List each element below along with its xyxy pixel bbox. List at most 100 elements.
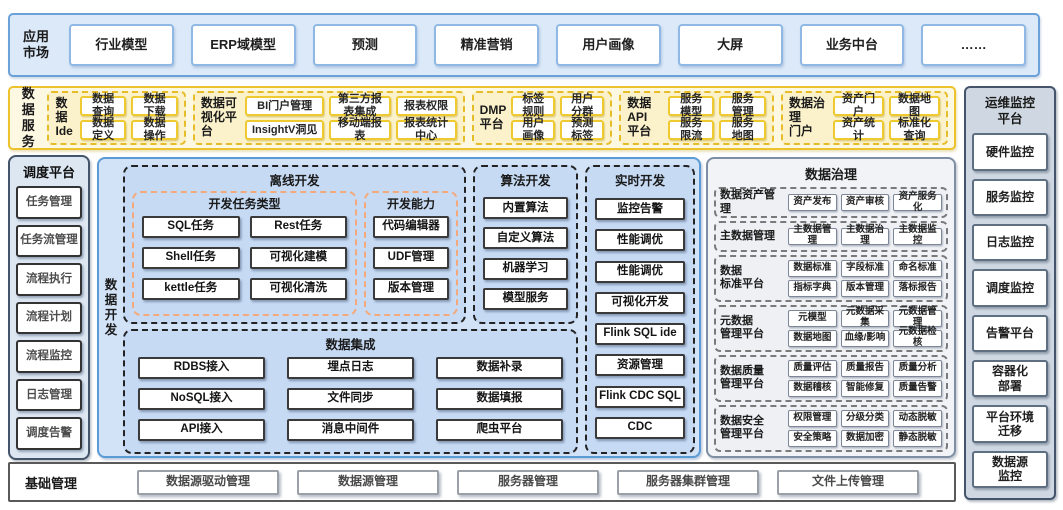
algorithm-list: 内置算法 自定义算法 机器学习 模型服务 xyxy=(483,189,568,318)
governance-item-box: 数据稽核 xyxy=(788,379,837,397)
governance-item-box: 质量告警 xyxy=(893,379,942,397)
section-title: 离线开发 xyxy=(269,174,320,188)
governance-item-box: 字段标准 xyxy=(840,259,890,277)
ops-item-box: 平台环境 迁移 xyxy=(972,405,1048,443)
governance-grid: 权限管理 分级分类 动态脱敏 安全策略 数据加密 静态脱敏 xyxy=(788,409,942,447)
service-grid: 数据查询 数据下载 数据定义 数据操作 xyxy=(79,93,178,142)
ops-item-box: 日志监控 xyxy=(972,223,1048,262)
dev-item-box: 可视化开发 xyxy=(595,291,685,314)
governance-grid: 主数据管理 主数据治理 主数据监控 xyxy=(788,224,942,246)
governance-item-box: 静态脱敏 xyxy=(893,429,942,447)
app-item-box: ERP域模型 xyxy=(190,24,296,66)
service-item-box: 资产门户 xyxy=(832,93,884,118)
capabilities-group: 开发能力 代码编辑器 UDF管理 版本管理 xyxy=(364,191,458,316)
governance-item-box: 动态脱敏 xyxy=(893,409,942,427)
dev-item-box: NoSQL接入 xyxy=(138,388,265,410)
dev-item-box: 文件同步 xyxy=(287,388,414,410)
governance-item-box: 数据加密 xyxy=(840,429,890,447)
governance-panel: 数据治理 数据资产管理 资产发布 资产审核 资产服务化 主数据管理 主数据管理 … xyxy=(706,157,956,458)
data-integration-section: 数据集成 RDBS接入 埋点日志 数据补录 NoSQL接入 文件同步 数据填报 … xyxy=(123,329,578,454)
service-item-box: 标准化查询 xyxy=(888,117,940,142)
governance-item-box: 指标字典 xyxy=(788,279,837,297)
app-item-box: 精准营销 xyxy=(434,24,539,66)
dev-item-box: 自定义算法 xyxy=(483,227,568,250)
service-item-box: 数据操作 xyxy=(131,117,178,142)
service-item-box: BI门户管理 xyxy=(244,96,325,116)
dev-item-box: 消息中间件 xyxy=(287,419,414,441)
governance-group-quality: 数据质量 管理平台 质量评估 质量报告 质量分析 数据稽核 智能修复 质量告警 xyxy=(714,354,948,402)
governance-item-box: 资产服务化 xyxy=(893,191,942,212)
service-item-box: 报表统计中心 xyxy=(395,117,457,142)
offline-dev-section: 离线开发 开发任务类型 SQL任务 Rest任务 Shell任务 可视化建模 k… xyxy=(123,165,466,324)
governance-item-box: 元数据管理 xyxy=(893,306,942,328)
governance-item-box: 分级分类 xyxy=(840,409,890,427)
service-group-label: DMP 平台 xyxy=(479,103,507,131)
governance-group-master-data: 主数据管理 主数据管理 主数据治理 主数据监控 xyxy=(714,221,948,252)
app-market-label: 应用 市场 xyxy=(22,28,49,60)
dev-item-box: 代码编辑器 xyxy=(373,216,449,238)
scheduler-title: 调度平台 xyxy=(22,165,75,180)
scheduler-item-box: 任务流管理 xyxy=(16,224,82,258)
governance-group-assets: 数据资产管理 资产发布 资产审核 资产服务化 xyxy=(714,187,948,218)
realtime-dev-section: 实时开发 监控告警 性能调优 性能调优 可视化开发 Flink SQL ide … xyxy=(585,165,695,454)
dev-item-box: 机器学习 xyxy=(483,257,568,280)
dev-item-box: 爬虫平台 xyxy=(436,419,563,441)
service-group-label: 数据 Ide xyxy=(55,96,73,138)
service-group-label: 数据可 视化平台 xyxy=(200,96,237,138)
dev-item-box: 资源管理 xyxy=(595,354,685,377)
dev-item-box: UDF管理 xyxy=(373,247,449,269)
scheduler-item-box: 调度告警 xyxy=(16,417,82,451)
dev-item-box: kettle任务 xyxy=(142,278,240,300)
governance-group-label: 数据质量 管理平台 xyxy=(720,365,764,391)
service-group-label: 数据治理 门户 xyxy=(789,96,826,138)
dev-item-box: Flink CDC SQL xyxy=(595,385,685,408)
service-item-box: InsightV洞见 xyxy=(244,120,325,140)
governance-item-box: 版本管理 xyxy=(840,279,890,297)
dev-item-box: 监控告警 xyxy=(595,198,685,221)
base-item-box: 文件上传管理 xyxy=(777,469,919,495)
dev-item-box: 埋点日志 xyxy=(287,357,414,379)
governance-group-label: 数据 标准平台 xyxy=(720,264,764,291)
dev-item-box: 模型服务 xyxy=(483,287,568,310)
data-dev-panel: 数据 开发 离线开发 开发任务类型 SQL任务 Rest任务 Shell任务 可… xyxy=(97,157,701,458)
ops-item-box: 硬件监控 xyxy=(972,133,1048,171)
governance-item-box: 数据地图 xyxy=(788,329,837,347)
governance-group-standards: 数据 标准平台 数据标准 字段标准 命名标准 指标字典 版本管理 落标报告 xyxy=(714,254,948,302)
dev-item-box: Flink SQL ide xyxy=(595,323,685,346)
service-grid: 服务模型 服务管理 服务限流 服务地图 xyxy=(667,93,767,142)
app-item-box: 预测 xyxy=(312,24,418,66)
governance-item-box: 数据标准 xyxy=(788,259,837,277)
service-item-box: 数据定义 xyxy=(79,117,127,142)
integration-grid: RDBS接入 埋点日志 数据补录 NoSQL接入 文件同步 数据填报 API接入… xyxy=(138,357,563,446)
governance-item-box: 主数据监控 xyxy=(893,224,942,246)
base-item-box: 服务器管理 xyxy=(457,469,599,495)
dev-item-box: 可视化清洗 xyxy=(249,278,347,300)
governance-grid: 元模型 元数据采集 元数据管理 数据地图 血缘/影响 元数据检核 xyxy=(788,306,942,348)
base-item-box: 服务器集群管理 xyxy=(617,469,759,495)
ops-item-box: 告警平台 xyxy=(972,314,1048,352)
dev-item-box: API接入 xyxy=(138,419,265,441)
capabilities-list: 代码编辑器 UDF管理 版本管理 xyxy=(366,216,456,300)
governance-item-box: 权限管理 xyxy=(788,409,837,427)
dev-item-box: SQL任务 xyxy=(142,216,240,238)
governance-group-metadata: 元数据 管理平台 元模型 元数据采集 元数据管理 数据地图 血缘/影响 元数据检… xyxy=(714,304,948,352)
service-item-box: 数据下载 xyxy=(131,93,178,118)
algorithm-dev-section: 算法开发 内置算法 自定义算法 机器学习 模型服务 xyxy=(473,165,578,324)
service-grid: 资产门户 数据地图 资产统计 标准化查询 xyxy=(832,93,940,142)
governance-item-box: 主数据治理 xyxy=(840,224,890,246)
service-group-governance-portal: 数据治理 门户 资产门户 数据地图 资产统计 标准化查询 xyxy=(781,91,948,145)
service-item-box: 服务管理 xyxy=(719,93,767,118)
service-item-box: 第三方报表集成 xyxy=(329,93,391,118)
dev-item-box: 数据补录 xyxy=(436,357,563,379)
service-item-box: 服务模型 xyxy=(667,93,715,118)
dev-item-box: 内置算法 xyxy=(483,197,568,220)
service-group-data-api: 数据API 平台 服务模型 服务管理 服务限流 服务地图 xyxy=(619,91,775,145)
ops-item-box: 数据源 监控 xyxy=(972,450,1048,488)
scheduler-item-box: 日志管理 xyxy=(16,378,82,412)
service-item-box: 标签规则 xyxy=(511,93,556,118)
service-item-box: 服务地图 xyxy=(719,117,767,142)
service-item-box: 资产统计 xyxy=(832,117,884,142)
scheduler-panel: 调度平台 任务管理 任务流管理 流程执行 流程计划 流程监控 日志管理 调度告警 xyxy=(8,155,90,460)
governance-item-box: 元模型 xyxy=(788,309,837,327)
governance-title: 数据治理 xyxy=(804,167,857,182)
